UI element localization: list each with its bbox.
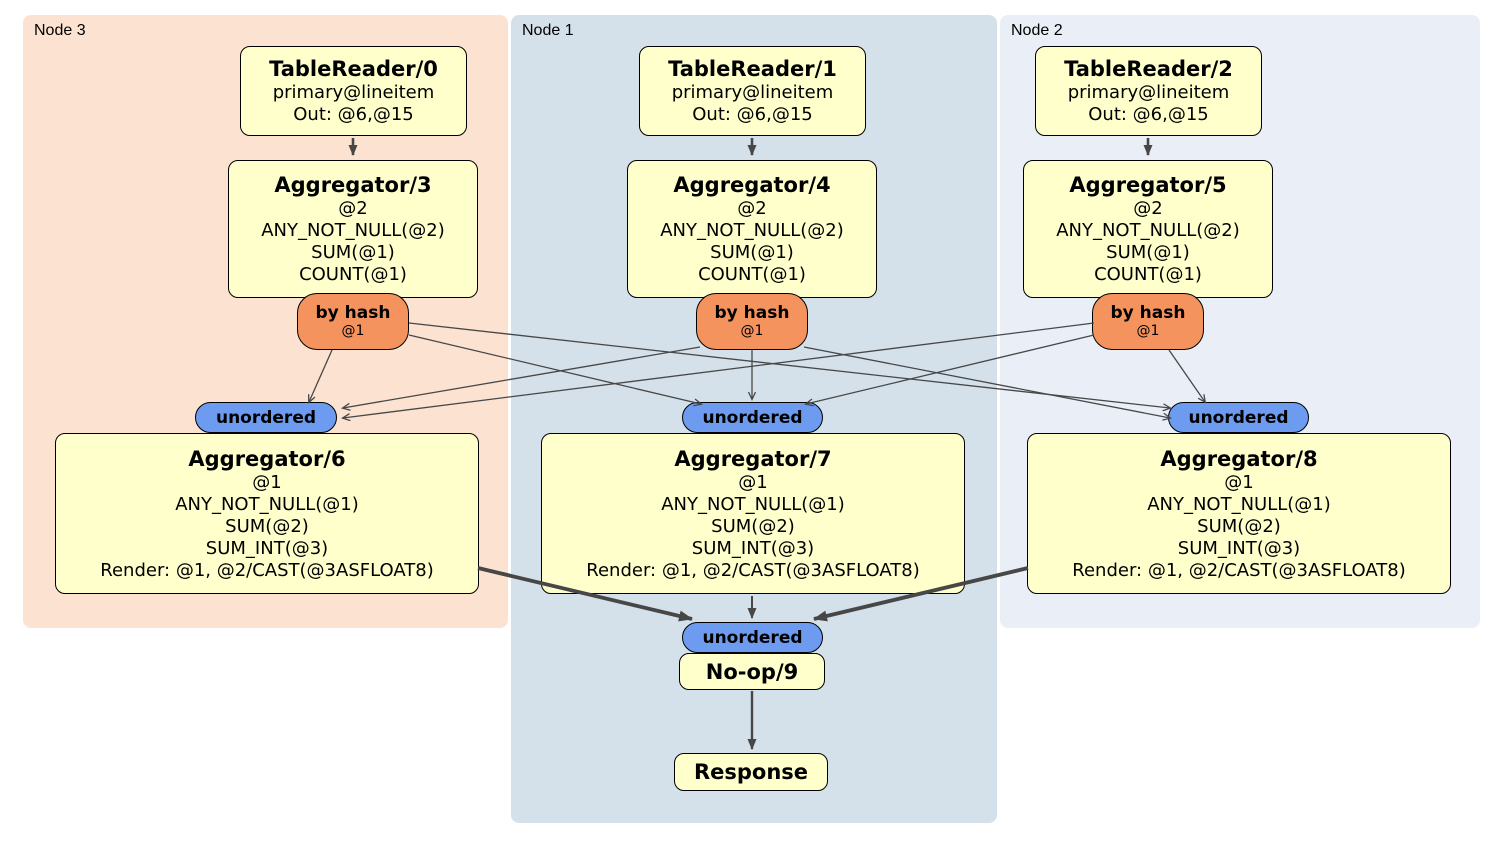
sync-label: unordered <box>702 627 803 648</box>
node-title: Aggregator/7 <box>674 446 832 471</box>
node-detail-line: SUM_INT(@3) <box>1177 537 1301 559</box>
node-detail-line: SUM(@2) <box>711 515 795 537</box>
node-detail-line: primary@lineitem <box>671 82 834 103</box>
router-label: by hash <box>714 303 790 323</box>
router-by-hash-node1: by hash @1 <box>696 293 808 350</box>
sync-unordered-final: unordered <box>682 622 823 653</box>
region-label: Node 3 <box>34 22 86 39</box>
node-detail-line: SUM_INT(@3) <box>691 537 815 559</box>
node-detail-line: SUM(@2) <box>1197 515 1281 537</box>
node-title: Aggregator/4 <box>673 173 831 197</box>
node-detail-line: Render: @1, @2/CAST(@3ASFLOAT8) <box>586 559 920 581</box>
node-tablereader-0: TableReader/0 primary@lineitem Out: @6,@… <box>240 46 467 136</box>
node-aggregator-7: Aggregator/7 @1 ANY_NOT_NULL(@1) SUM(@2)… <box>541 433 965 594</box>
node-detail-line: @1 <box>1224 471 1254 493</box>
node-title: Aggregator/8 <box>1160 446 1318 471</box>
node-tablereader-2: TableReader/2 primary@lineitem Out: @6,@… <box>1035 46 1262 136</box>
node-title: Aggregator/5 <box>1069 173 1227 197</box>
node-detail-line: ANY_NOT_NULL(@2) <box>1056 220 1240 241</box>
node-aggregator-6: Aggregator/6 @1 ANY_NOT_NULL(@1) SUM(@2)… <box>55 433 479 594</box>
node-title: Response <box>693 760 809 784</box>
node-detail-line: Render: @1, @2/CAST(@3ASFLOAT8) <box>1072 559 1406 581</box>
node-title: TableReader/0 <box>269 57 438 81</box>
node-detail-line: SUM(@1) <box>311 242 395 263</box>
node-detail-line: Out: @6,@15 <box>1088 104 1209 125</box>
node-detail-line: Out: @6,@15 <box>293 104 414 125</box>
node-detail-line: SUM_INT(@3) <box>205 537 329 559</box>
sync-label: unordered <box>702 407 803 428</box>
router-label: by hash <box>315 303 391 323</box>
node-title: Aggregator/6 <box>188 446 346 471</box>
sync-unordered-node3: unordered <box>195 402 337 433</box>
node-detail-line: COUNT(@1) <box>698 264 806 285</box>
node-detail-line: @2 <box>737 198 767 219</box>
node-detail-line: SUM(@1) <box>1106 242 1190 263</box>
node-title: TableReader/2 <box>1064 57 1233 81</box>
router-by-hash-node2: by hash @1 <box>1092 293 1204 350</box>
router-by-hash-node3: by hash @1 <box>297 293 409 350</box>
node-detail-line: ANY_NOT_NULL(@1) <box>1147 493 1331 515</box>
node-aggregator-8: Aggregator/8 @1 ANY_NOT_NULL(@1) SUM(@2)… <box>1027 433 1451 594</box>
node-detail-line: @2 <box>338 198 368 219</box>
sync-label: unordered <box>215 407 317 428</box>
node-detail-line: SUM(@1) <box>710 242 794 263</box>
node-aggregator-4: Aggregator/4 @2 ANY_NOT_NULL(@2) SUM(@1)… <box>627 160 877 298</box>
node-detail-line: Out: @6,@15 <box>692 104 813 125</box>
node-response: Response <box>674 753 828 791</box>
node-detail-line: primary@lineitem <box>1067 82 1230 103</box>
router-subtitle: @1 <box>341 323 365 339</box>
node-detail-line: SUM(@2) <box>225 515 309 537</box>
region-label: Node 2 <box>1011 22 1063 39</box>
node-detail-line: ANY_NOT_NULL(@2) <box>261 220 445 241</box>
router-subtitle: @1 <box>1136 323 1160 339</box>
node-detail-line: ANY_NOT_NULL(@1) <box>661 493 845 515</box>
router-label: by hash <box>1110 303 1186 323</box>
node-detail-line: COUNT(@1) <box>299 264 407 285</box>
node-tablereader-1: TableReader/1 primary@lineitem Out: @6,@… <box>639 46 866 136</box>
region-label: Node 1 <box>522 22 574 39</box>
sync-label: unordered <box>1188 407 1289 428</box>
node-detail-line: COUNT(@1) <box>1094 264 1202 285</box>
node-noop-9: No-op/9 <box>679 653 825 690</box>
node-detail-line: primary@lineitem <box>272 82 435 103</box>
node-aggregator-3: Aggregator/3 @2 ANY_NOT_NULL(@2) SUM(@1)… <box>228 160 478 298</box>
node-detail-line: ANY_NOT_NULL(@1) <box>175 493 359 515</box>
node-detail-line: @1 <box>252 471 282 493</box>
sync-unordered-node1: unordered <box>682 402 823 433</box>
router-subtitle: @1 <box>740 323 764 339</box>
node-aggregator-5: Aggregator/5 @2 ANY_NOT_NULL(@2) SUM(@1)… <box>1023 160 1273 298</box>
node-title: Aggregator/3 <box>274 173 432 197</box>
sync-unordered-node2: unordered <box>1168 402 1309 433</box>
node-detail-line: @2 <box>1133 198 1163 219</box>
node-title: No-op/9 <box>705 659 799 684</box>
node-title: TableReader/1 <box>668 57 837 81</box>
node-detail-line: ANY_NOT_NULL(@2) <box>660 220 844 241</box>
node-detail-line: Render: @1, @2/CAST(@3ASFLOAT8) <box>100 559 434 581</box>
node-detail-line: @1 <box>738 471 768 493</box>
